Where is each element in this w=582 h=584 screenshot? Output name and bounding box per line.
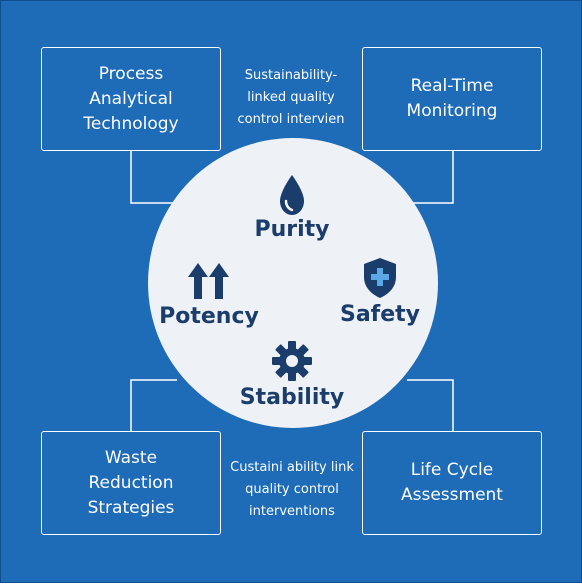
note-bottom: Custaini ability link quality control in… bbox=[230, 460, 354, 519]
shield-plus-icon bbox=[364, 258, 396, 298]
note-top: Sustainability- linked quality control i… bbox=[237, 68, 345, 127]
item-label-potency: Potency bbox=[159, 304, 259, 329]
item-label-safety: Safety bbox=[339, 302, 421, 327]
item-stability: Stability bbox=[231, 340, 353, 410]
connector-bottom-left bbox=[130, 379, 177, 431]
box-label: Real-Time Monitoring bbox=[406, 76, 498, 121]
item-potency: Potency bbox=[151, 261, 267, 329]
box-label: Life Cycle Assessment bbox=[401, 460, 503, 505]
box-waste-reduction-strategies: Waste Reduction Strategies bbox=[41, 431, 221, 535]
item-safety: Safety bbox=[330, 257, 430, 327]
item-label-stability: Stability bbox=[239, 385, 345, 410]
item-label-purity: Purity bbox=[254, 217, 330, 242]
box-label: Process Analytical Technology bbox=[83, 63, 179, 134]
connector-bottom-right bbox=[407, 379, 454, 431]
box-real-time-monitoring: Real-Time Monitoring bbox=[362, 47, 542, 151]
item-purity: Purity bbox=[242, 173, 342, 242]
droplet-icon bbox=[280, 175, 304, 215]
box-process-analytical-technology: Process Analytical Technology bbox=[41, 47, 221, 151]
gear-icon bbox=[272, 341, 312, 381]
box-life-cycle-assessment: Life Cycle Assessment bbox=[362, 431, 542, 535]
box-label: Waste Reduction Strategies bbox=[87, 447, 175, 518]
up-arrows-icon bbox=[188, 263, 229, 299]
